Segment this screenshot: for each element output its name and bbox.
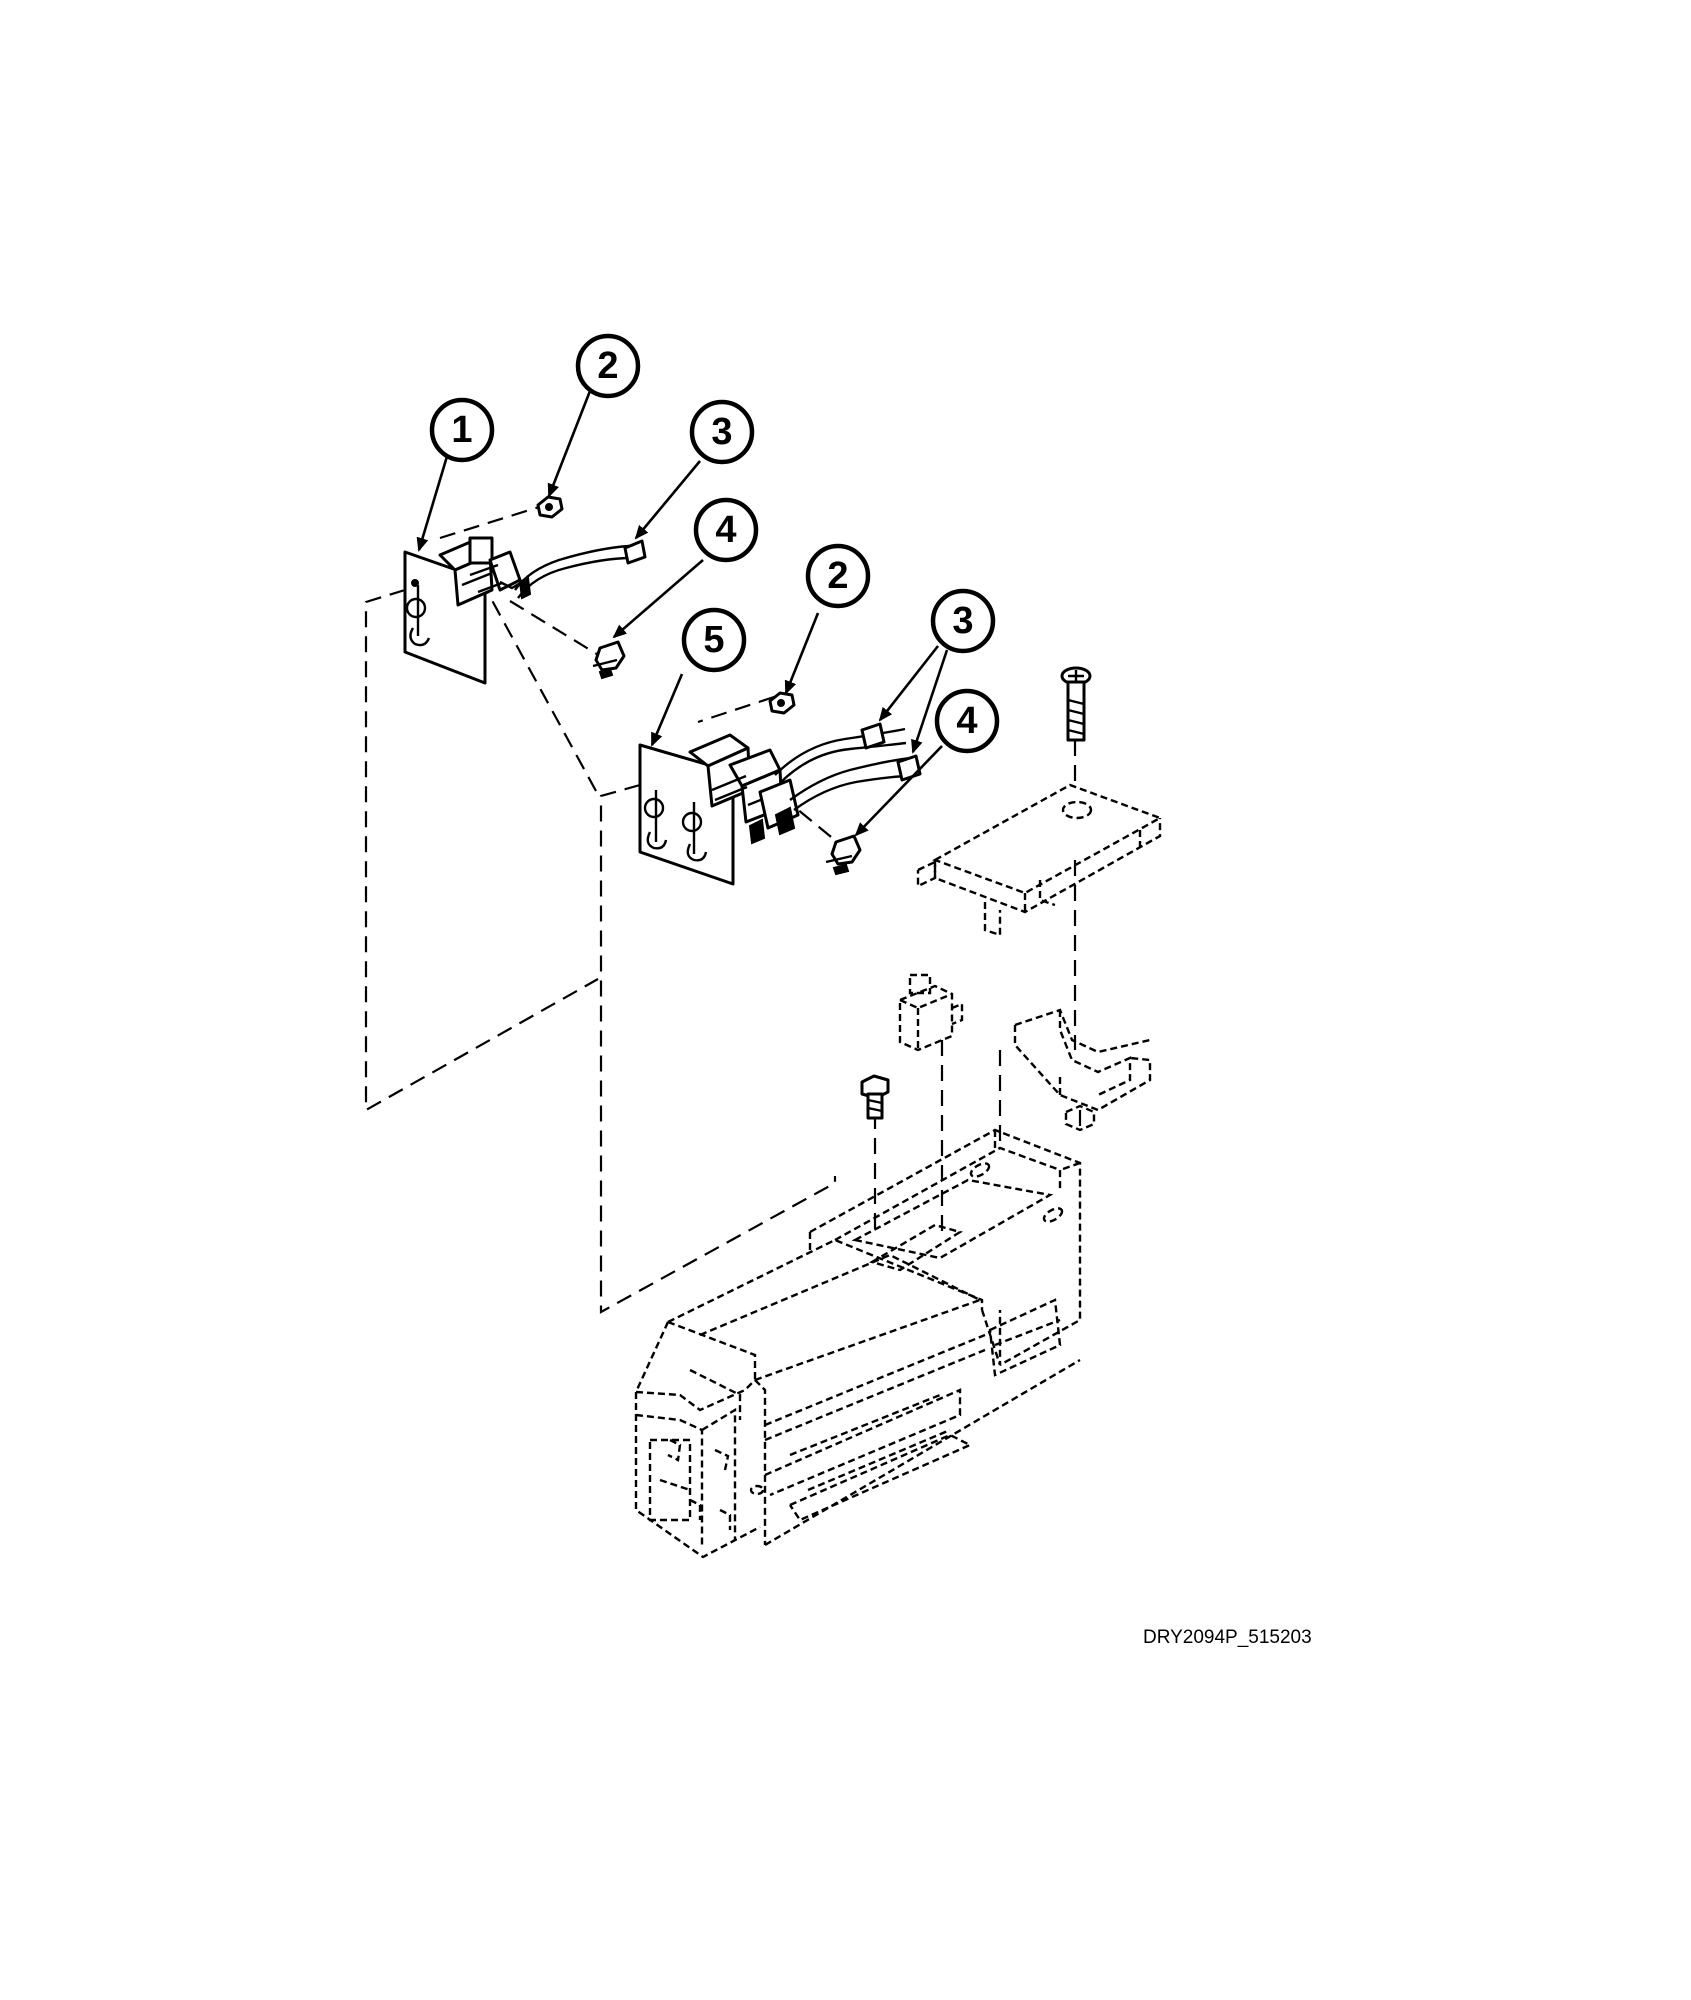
leader-4-lower [854,745,943,837]
bolt-middle [860,1074,890,1120]
cover-plate [916,783,1163,937]
callout-3-upper: 3 [689,399,755,465]
assembly-dashed-lines [364,501,1082,1314]
leader-3-upper [634,460,701,540]
clip-part-2-upper [536,495,564,519]
svg-text:2: 2 [597,345,618,387]
leader-5 [650,673,684,747]
switch-assembly-5 [638,722,922,886]
svg-text:1: 1 [451,409,472,451]
svg-text:5: 5 [703,619,724,661]
clip-part-4-upper [592,640,626,680]
leader-2-lower [784,612,820,695]
leader-3-lower-a [878,645,940,722]
svg-text:4: 4 [956,700,977,742]
control-housing [634,1128,1082,1559]
leader-1 [416,452,450,552]
clip-part-4-lower [825,834,862,876]
leader-3-lower-b [911,649,949,754]
nut-part [1064,1104,1096,1132]
svg-text:3: 3 [711,411,732,453]
callout-1: 1 [429,397,495,463]
figure-id-label: DRY2094P_515203 [1143,1627,1312,1648]
callout-4-upper: 4 [693,497,759,563]
callout-2-lower: 2 [805,543,871,609]
callout-4-lower: 4 [934,688,1000,754]
svg-text:3: 3 [952,600,973,642]
svg-text:2: 2 [827,555,848,597]
svg-text:4: 4 [715,509,736,551]
leader-2-upper [547,390,592,498]
callout-3-lower: 3 [930,588,996,654]
callout-5: 5 [681,607,747,673]
leader-4-upper [612,559,704,639]
clip-part-2-lower [768,691,796,715]
push-switch [898,973,964,1052]
leader-lines [416,390,949,837]
mounting-bracket [1013,1008,1152,1112]
switch-assembly-1 [403,536,647,685]
callout-2-upper: 2 [575,333,641,399]
screw-top-right [1060,666,1092,742]
